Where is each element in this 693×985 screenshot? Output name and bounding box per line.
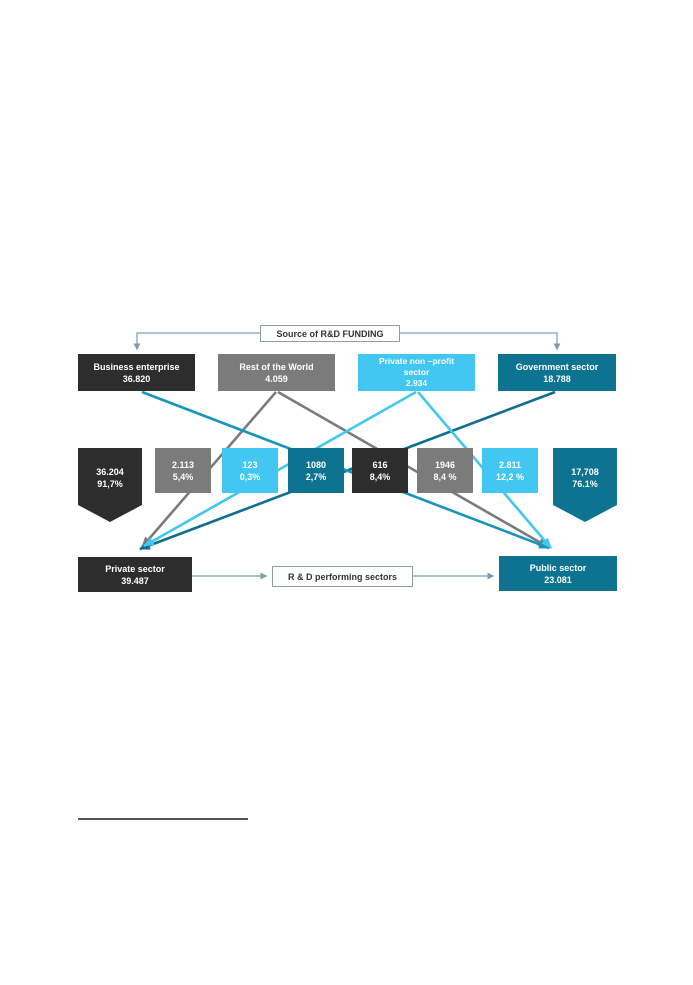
source-box-business-enterprise: Business enterprise 36.820 — [78, 354, 195, 391]
flow-value: 2.811 — [498, 459, 522, 470]
flow-line-business-to-public — [141, 390, 551, 550]
flow-value: 17,708 — [571, 466, 599, 477]
source-label: Private non –profit sector — [378, 356, 455, 377]
flow-value: 1080 — [305, 459, 327, 470]
source-value: 4.059 — [265, 373, 288, 384]
performer-box-private-sector: Private sector 39.487 — [78, 557, 192, 592]
funding-sources-label-box: Source of R&D FUNDING — [260, 325, 400, 342]
connector-funding-to-government — [400, 332, 561, 351]
connector-funding-to-business — [133, 332, 260, 351]
flow-line-restofworld-to-public — [277, 390, 549, 549]
flow-share: 91,7% — [97, 478, 123, 489]
flow-share: 2,7% — [305, 471, 327, 482]
flow-box-business-public: 616 8,4% — [352, 448, 408, 493]
source-value: 36.820 — [122, 373, 151, 384]
source-value: 2.934 — [405, 378, 428, 388]
flow-box-government-private: 1080 2,7% — [288, 448, 344, 493]
flow-value: 1946 — [434, 459, 456, 470]
flow-value: 616 — [372, 459, 388, 470]
flow-pentagon-government-public: 17,708 76.1% — [553, 448, 617, 522]
flow-share: 76.1% — [572, 478, 598, 489]
source-box-government: Government sector 18.788 — [498, 354, 616, 391]
performer-box-public-sector: Public sector 23.081 — [499, 556, 617, 591]
footnote-separator-line — [78, 818, 248, 820]
flow-pentagon-business-private: 36.204 91,7% — [78, 448, 142, 522]
source-label: Business enterprise — [93, 361, 180, 372]
flow-box-restofworld-private: 2.113 5,4% — [155, 448, 211, 493]
performing-sectors-label-box: R & D performing sectors — [272, 566, 413, 587]
flow-share: 8,4 % — [433, 471, 457, 482]
source-label: Government sector — [515, 361, 599, 372]
flow-value: 36.204 — [96, 466, 124, 477]
source-box-private-nonprofit: Private non –profit sector 2.934 — [358, 354, 475, 391]
flow-box-restofworld-public: 1946 8,4 % — [417, 448, 473, 493]
performer-label: Public sector — [529, 562, 587, 573]
performer-value: 39.487 — [121, 575, 149, 586]
flow-share: 5,4% — [172, 471, 194, 482]
performer-value: 23.081 — [544, 574, 572, 585]
source-value: 18.788 — [543, 373, 571, 384]
source-label: Rest of the World — [239, 361, 314, 372]
flow-line-nonprofit-to-private — [143, 390, 417, 548]
performing-sectors-label: R & D performing sectors — [287, 571, 398, 582]
flow-value: 2.113 — [171, 459, 195, 470]
flow-box-nonprofit-public: 2.811 12,2 % — [482, 448, 538, 493]
flow-value: 123 — [242, 459, 258, 470]
source-box-rest-of-world: Rest of the World 4.059 — [218, 354, 335, 391]
performer-label: Private sector — [105, 563, 165, 574]
flow-share: 0,3% — [239, 471, 261, 482]
flow-box-nonprofit-private: 123 0,3% — [222, 448, 278, 493]
funding-sources-label: Source of R&D FUNDING — [276, 328, 384, 339]
flow-share: 12,2 % — [495, 471, 525, 482]
flow-share: 8,4% — [369, 471, 391, 482]
